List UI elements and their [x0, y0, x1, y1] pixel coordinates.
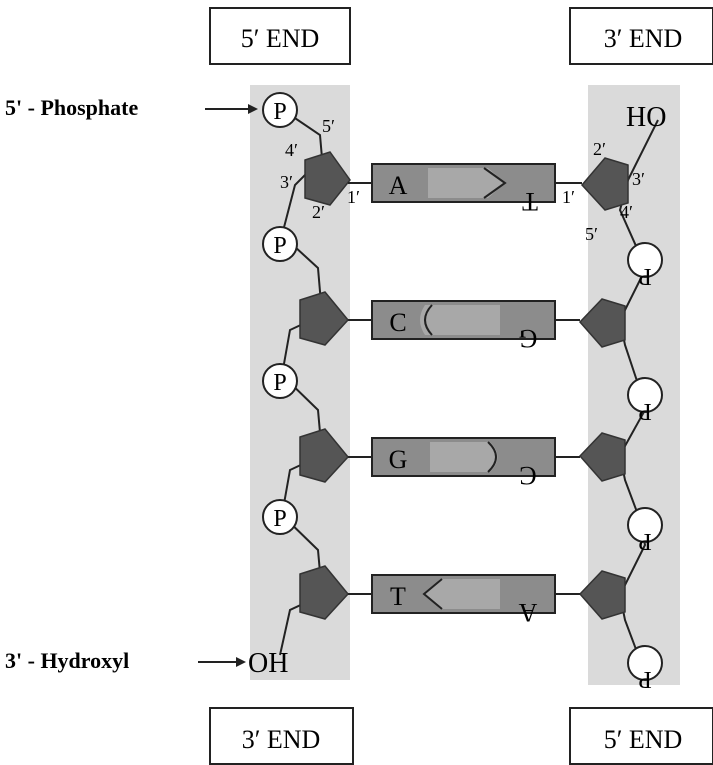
svg-text:1′: 1′	[347, 187, 360, 207]
right-phosphate: P	[627, 507, 663, 554]
hydroxyl-label: 3' - Hydroxyl	[5, 648, 129, 673]
right-phosphate: P	[627, 242, 663, 289]
left-phosphate: P	[262, 363, 298, 399]
top-right-end-label: 3′ END	[604, 24, 683, 53]
svg-text:P: P	[273, 233, 286, 259]
svg-text:4′: 4′	[620, 202, 633, 222]
top-left-end-box: 5′ END	[209, 7, 351, 65]
bottom-left-end-label: 3′ END	[242, 725, 321, 754]
left-sugar	[299, 291, 349, 346]
phosphate-label-group: 5' - Phosphate	[5, 95, 258, 120]
top-left-end-label: 5′ END	[241, 24, 320, 53]
left-sugar	[299, 565, 349, 620]
bottom-left-end-box: 3′ END	[209, 707, 354, 765]
svg-text:5′: 5′	[585, 224, 598, 244]
svg-text:1′: 1′	[562, 187, 575, 207]
phosphate-label: 5' - Phosphate	[5, 95, 138, 120]
left-sugar	[299, 428, 349, 483]
left-phosphate: P	[262, 92, 298, 128]
hydroxyl-label-group: 3' - Hydroxyl OH	[5, 648, 288, 679]
svg-text:2′: 2′	[312, 202, 325, 222]
bottom-right-end-box: 5′ END	[569, 707, 713, 765]
svg-text:3′: 3′	[632, 169, 645, 189]
base-left: A	[389, 171, 408, 200]
svg-text:P: P	[638, 398, 651, 424]
right-phosphate: P	[627, 377, 663, 424]
base-left: G	[389, 445, 408, 474]
right-phosphate: P	[627, 645, 663, 692]
left-carbon-numbers: 5′ 4′ 3′ 2′ 1′	[280, 116, 360, 222]
base-pair-row: A T	[371, 163, 556, 216]
svg-text:5′: 5′	[322, 116, 335, 136]
left-phosphate: P	[262, 226, 298, 262]
right-sugar	[578, 432, 626, 482]
base-right: G	[519, 324, 538, 353]
svg-text:P: P	[273, 370, 286, 396]
ho-label: HO	[626, 102, 666, 133]
left-sugar	[304, 151, 351, 206]
bottom-right-end-label: 5′ END	[604, 725, 683, 754]
svg-text:2′: 2′	[593, 139, 606, 159]
base-pair-row: C G	[371, 300, 556, 353]
base-right: T	[522, 187, 538, 216]
right-sugar	[578, 570, 626, 620]
top-right-end-box: 3′ END	[569, 7, 713, 65]
svg-text:P: P	[638, 666, 651, 692]
svg-text:P: P	[638, 263, 651, 289]
svg-text:P: P	[273, 99, 286, 125]
svg-text:P: P	[273, 506, 286, 532]
right-sugar	[580, 157, 629, 211]
base-left: T	[390, 582, 406, 611]
svg-text:3′: 3′	[280, 172, 293, 192]
base-left: C	[389, 308, 406, 337]
base-right: C	[519, 461, 536, 490]
base-right: A	[518, 598, 537, 627]
svg-text:4′: 4′	[285, 140, 298, 160]
base-pair-row: G C	[371, 437, 556, 490]
svg-text:P: P	[638, 528, 651, 554]
base-pair-row: T A	[371, 574, 556, 627]
left-phosphate: P	[262, 499, 298, 535]
oh-label: OH	[248, 648, 288, 679]
right-sugar	[578, 298, 626, 348]
right-carbon-numbers: 2′ 3′ 4′ 5′ 1′	[562, 139, 645, 244]
